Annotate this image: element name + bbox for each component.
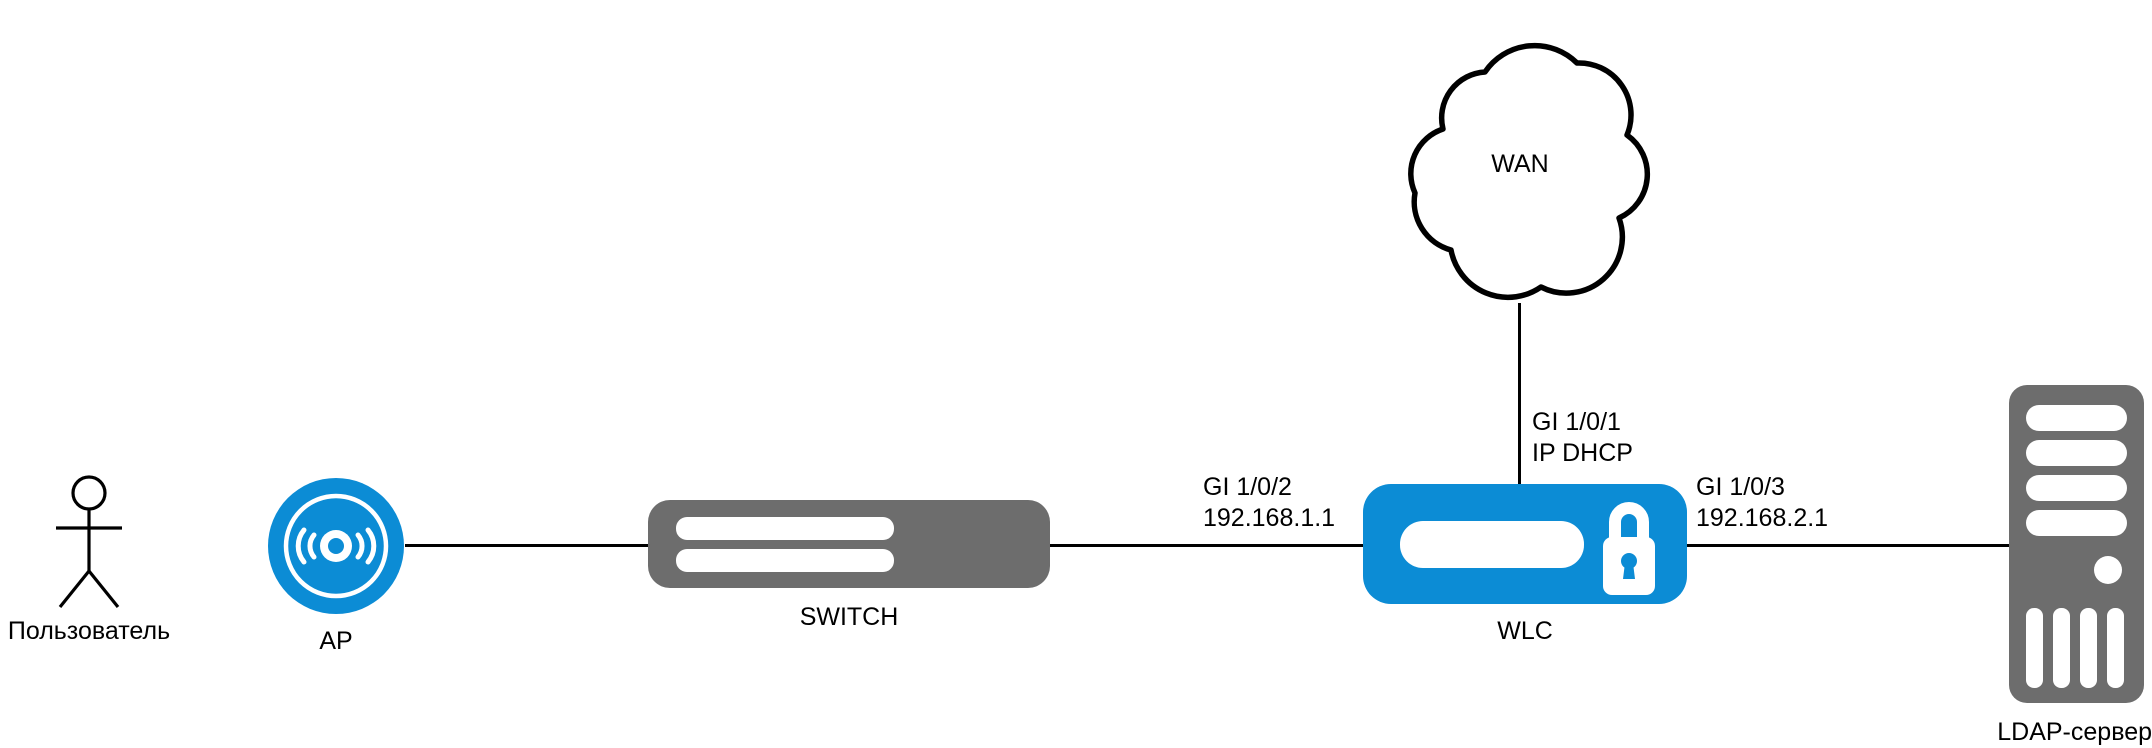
edge-label-gi-1-0-1: GI 1/0/1 IP DHCP: [1532, 407, 1633, 468]
cloud-icon[interactable]: [1381, 25, 1658, 305]
node-label-ldap: LDAP-сервер: [1997, 718, 2152, 746]
network-switch-icon[interactable]: [648, 500, 1050, 588]
node-label-user: Пользователь: [7, 617, 171, 645]
link-wan-to-wlc[interactable]: [1518, 303, 1521, 486]
server-tower-icon[interactable]: [2009, 385, 2144, 703]
edge-label-gi-1-0-1-interface: GI 1/0/1: [1532, 408, 1621, 436]
link-wlc-to-ldap[interactable]: [1687, 544, 2009, 547]
node-label-switch: SWITCH: [799, 603, 899, 631]
edge-label-gi-1-0-2-address: 192.168.1.1: [1203, 503, 1336, 532]
link-ap-to-switch[interactable]: [405, 544, 653, 547]
wireless-access-point-icon[interactable]: [268, 478, 404, 614]
edge-label-gi-1-0-1-address: IP DHCP: [1532, 438, 1633, 467]
edge-label-gi-1-0-3-address: 192.168.2.1: [1696, 503, 1829, 532]
stick-figure-icon[interactable]: [48, 475, 130, 610]
node-label-wlc: WLC: [1497, 617, 1553, 645]
edge-label-gi-1-0-3-interface: GI 1/0/3: [1696, 473, 1785, 501]
wireless-lan-controller-icon[interactable]: [1363, 484, 1687, 604]
node-label-ap: AP: [319, 627, 353, 655]
node-label-wan: WAN: [1491, 150, 1549, 178]
edge-label-gi-1-0-2: GI 1/0/2 192.168.1.1: [1203, 472, 1335, 533]
edge-label-gi-1-0-2-interface: GI 1/0/2: [1203, 473, 1292, 501]
link-switch-to-wlc[interactable]: [1048, 544, 1363, 547]
edge-label-gi-1-0-3: GI 1/0/3 192.168.2.1: [1696, 472, 1828, 533]
